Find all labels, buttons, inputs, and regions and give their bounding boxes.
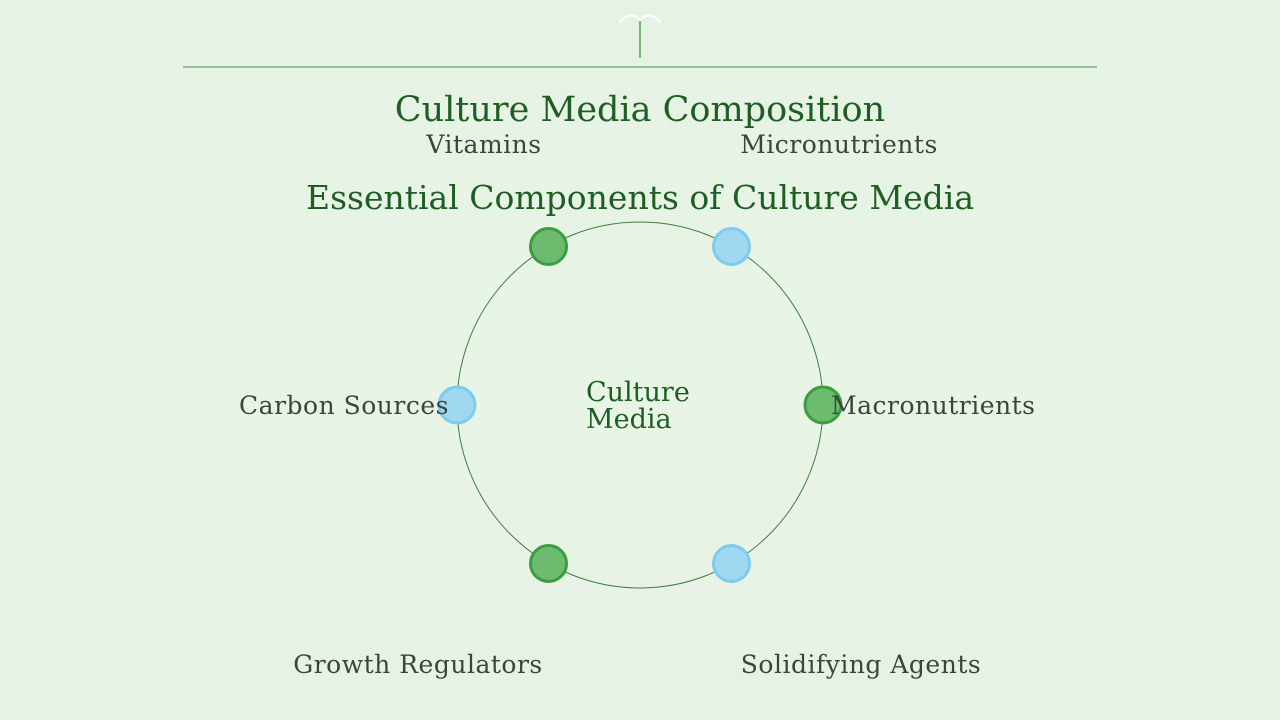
node-micronutrients bbox=[712, 227, 751, 266]
center-label-line-1: Culture bbox=[586, 377, 690, 408]
sprout-icon bbox=[619, 14, 661, 58]
label-vitamins: Vitamins bbox=[425, 130, 541, 159]
node-macronutrients bbox=[803, 385, 843, 425]
label-solidifying-agents: Solidifying Agents bbox=[741, 650, 981, 679]
component-nodes bbox=[437, 227, 843, 583]
label-carbon-sources: Carbon Sources bbox=[239, 391, 449, 420]
component-labels: Vitamins MicronutrientsMacronutrientsSoli… bbox=[239, 130, 1035, 679]
label-growth-regulators: Growth Regulators bbox=[293, 650, 542, 679]
node-solidifying-agents bbox=[712, 544, 751, 583]
diagram-subtitle: Essential Components of Culture Media bbox=[306, 178, 974, 217]
label-macronutrients: Macronutrients bbox=[831, 391, 1035, 420]
node-vitamins bbox=[529, 227, 568, 266]
center-label: Culture Media bbox=[586, 377, 690, 435]
diagram-title: Culture Media Composition bbox=[395, 90, 885, 130]
label-micronutrients: Micronutrients bbox=[740, 130, 938, 159]
node-growth-regulators bbox=[529, 544, 568, 583]
center-label-line-2: Media bbox=[586, 404, 672, 435]
node-carbon-sources bbox=[437, 385, 477, 425]
